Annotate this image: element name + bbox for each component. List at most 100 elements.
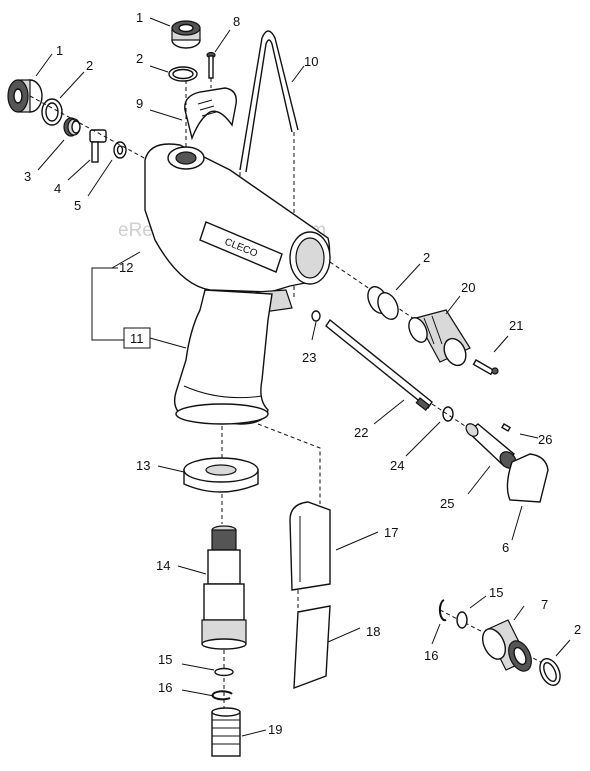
label-11: 11	[130, 331, 144, 346]
leader-25	[467, 465, 491, 495]
part-13-collar	[183, 457, 259, 493]
part-22-rod	[325, 318, 433, 411]
part-2-top-oring-inner	[172, 68, 194, 80]
leader-1-left	[35, 53, 53, 77]
part-24-washer	[442, 406, 454, 422]
label-4: 4	[54, 181, 61, 196]
label-16: 16	[158, 680, 172, 695]
leader-8	[214, 29, 231, 53]
label-24: 24	[390, 458, 404, 473]
part-25-piston	[465, 423, 517, 469]
label-19: 19	[268, 722, 282, 737]
part-1-top-cap	[171, 20, 201, 49]
part-6-pad	[506, 453, 549, 503]
leader-21	[493, 335, 509, 353]
leader-10	[291, 65, 305, 83]
leader-9	[149, 109, 183, 121]
label-20: 20	[461, 280, 475, 295]
label-15-right: 15	[489, 585, 503, 600]
part-10-hanger	[239, 30, 299, 171]
label-2-left: 2	[86, 58, 93, 73]
label-15: 15	[158, 652, 172, 667]
axis-17	[257, 423, 321, 504]
bracket-11-12	[91, 267, 124, 341]
label-23: 23	[302, 350, 316, 365]
label-13: 13	[136, 458, 150, 473]
label-5: 5	[74, 198, 81, 213]
label-25: 25	[440, 496, 454, 511]
part-23-washer	[311, 310, 321, 322]
label-1-top: 1	[136, 10, 143, 25]
part-2-lower-oring	[539, 658, 561, 686]
leader-2-top	[149, 65, 169, 73]
part-7-nut	[481, 619, 532, 672]
leader-11	[149, 337, 187, 349]
label-14: 14	[156, 558, 170, 573]
label-12: 12	[119, 260, 133, 275]
label-2-lower: 2	[574, 622, 581, 637]
leader-22	[373, 399, 405, 425]
part-17-grip-cover	[289, 501, 331, 591]
part-16-clip	[211, 690, 233, 701]
leader-12	[111, 251, 141, 269]
part-9-bracket	[184, 87, 237, 141]
label-3: 3	[24, 169, 31, 184]
label-21: 21	[509, 318, 523, 333]
label-9: 9	[136, 96, 143, 111]
leader-14	[177, 565, 207, 575]
leader-20	[445, 295, 461, 315]
axis-left-parts	[29, 95, 171, 173]
part-8-screw	[206, 51, 216, 79]
leader-24	[405, 421, 441, 457]
label-2-right: 2	[423, 250, 430, 265]
part-18-insert	[293, 605, 331, 690]
leader-17	[335, 531, 379, 551]
leader-23	[311, 321, 317, 341]
leader-16	[181, 689, 215, 697]
part-5-washer	[113, 141, 127, 159]
part-14-tube	[201, 525, 247, 650]
label-26: 26	[538, 432, 552, 447]
part-2-left-oring	[41, 98, 63, 126]
label-22: 22	[354, 425, 368, 440]
part-16-right-clip	[438, 599, 447, 622]
label-7: 7	[541, 597, 548, 612]
part-3-spring	[63, 117, 81, 137]
leader-4	[67, 159, 91, 181]
leader-1-top	[149, 17, 171, 27]
leader-2-lower	[555, 639, 571, 657]
label-8: 8	[233, 14, 240, 29]
label-2-top: 2	[136, 51, 143, 66]
label-10: 10	[304, 54, 318, 69]
part-4-valve	[89, 129, 107, 163]
label-16-right: 16	[424, 648, 438, 663]
leader-15	[181, 663, 215, 671]
leader-3	[37, 139, 65, 171]
housing-body: CLECO	[144, 143, 331, 425]
part-26-pin	[501, 423, 512, 432]
label-1-left: 1	[56, 43, 63, 58]
label-6: 6	[502, 540, 509, 555]
leader-6	[511, 505, 523, 541]
part-15-washer	[214, 667, 234, 677]
leader-13	[157, 465, 185, 473]
label-17: 17	[384, 525, 398, 540]
leader-26	[519, 433, 539, 439]
part-20-cylinder	[408, 309, 471, 367]
part-1-left-cap	[7, 79, 43, 113]
part-10-hanger-inner	[245, 39, 293, 173]
leader-2-left	[59, 71, 85, 99]
leader-16-right	[431, 623, 441, 645]
leader-19	[241, 729, 267, 737]
leader-15-right	[469, 595, 487, 609]
leader-7	[513, 605, 525, 621]
part-15-right-washer	[456, 611, 468, 629]
leader-5	[87, 159, 113, 197]
axis-rod	[431, 403, 481, 437]
part-2-right-oring	[367, 286, 399, 320]
part-19-spring	[211, 707, 241, 757]
leader-2-right	[395, 263, 421, 291]
part-21-pin	[472, 359, 499, 376]
label-18: 18	[366, 624, 380, 639]
